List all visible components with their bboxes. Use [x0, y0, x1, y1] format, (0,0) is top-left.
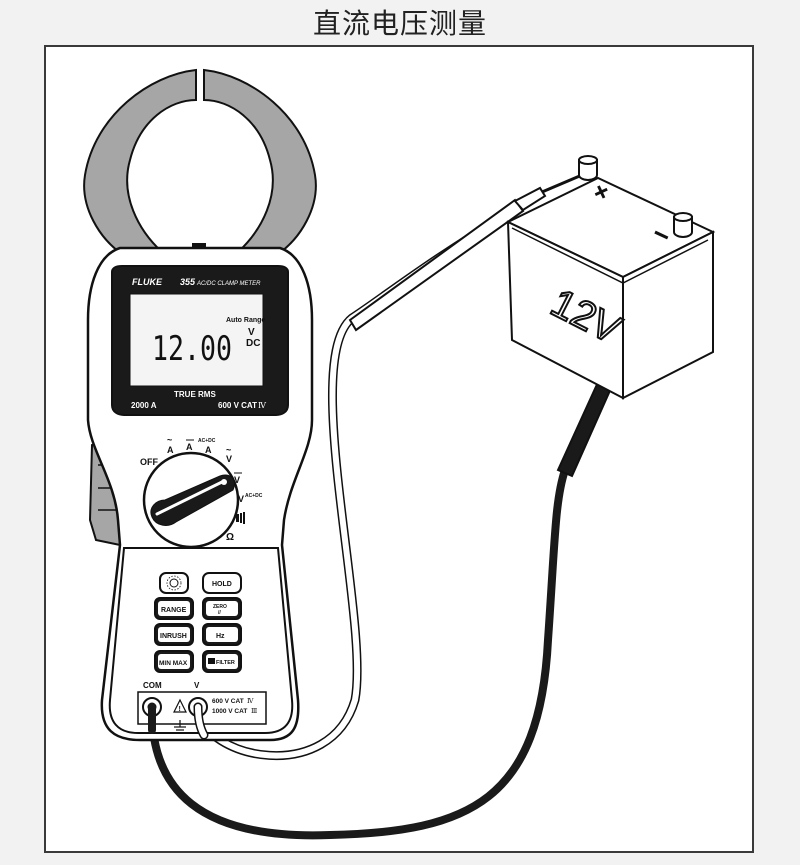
dial-acdc-v: V	[238, 494, 244, 504]
inrush-button[interactable]: INRUSH	[154, 623, 194, 646]
filter-icon	[208, 658, 215, 664]
svg-text:~: ~	[226, 445, 231, 455]
com-label: COM	[143, 681, 162, 690]
dial-ac-v: V	[226, 454, 232, 464]
model-subtitle: AC/DC CLAMP METER	[196, 281, 261, 287]
dial-acdc-a: A	[205, 445, 212, 455]
filter-label: FILTER	[216, 660, 235, 666]
black-test-lead	[147, 466, 569, 840]
lcd-unit: V	[248, 327, 255, 338]
hold-button[interactable]: HOLD	[202, 572, 242, 594]
lcd-mode: DC	[246, 338, 260, 349]
dial-dc-v: V	[234, 475, 240, 485]
zero-label: ZERO	[213, 604, 227, 610]
voltage-rating: 600 V CAT	[218, 401, 257, 410]
hz-button[interactable]: Hz	[202, 623, 242, 646]
dial-acdc-v-sup: AC+DC	[245, 493, 263, 499]
page-title: 直流电压测量	[312, 7, 487, 40]
left-jaw	[83, 68, 197, 260]
range-label: RANGE	[161, 607, 187, 614]
hz-label: Hz	[216, 633, 225, 640]
zero-button[interactable]: ZERO //	[202, 597, 242, 620]
dial-acdc-a-top: AC+DC	[198, 438, 216, 444]
buzzer-icon	[236, 512, 245, 524]
lcd-reading: 12.00	[152, 329, 232, 369]
right-jaw	[203, 68, 317, 260]
v-jack-label: V	[194, 681, 200, 690]
jack-rating-2-cat: Ⅲ	[251, 707, 257, 715]
lcd-screen	[129, 293, 264, 387]
warning-icon: !	[173, 698, 187, 713]
ground-icon	[174, 720, 186, 734]
minmax-button[interactable]: MIN MAX	[154, 650, 194, 673]
jack-rating-1: 600 V CAT	[212, 698, 244, 705]
battery: + − 12V	[505, 155, 716, 400]
hold-label: HOLD	[212, 581, 232, 588]
range-mode: Auto Range	[226, 317, 265, 324]
inrush-label: INRUSH	[160, 633, 187, 640]
range-button[interactable]: RANGE	[154, 597, 194, 620]
jack-rating-2: 1000 V CAT	[212, 708, 247, 715]
clamp-meter: FLUKE 355 AC/DC CLAMP METER Auto Range 1…	[83, 68, 317, 742]
model-number: 355	[180, 277, 196, 287]
dial-off: OFF	[140, 457, 158, 467]
backlight-button[interactable]	[159, 572, 189, 594]
cat-numeral: Ⅳ	[258, 401, 267, 410]
true-rms-label: TRUE RMS	[174, 390, 216, 399]
brand-logo: FLUKE	[132, 277, 163, 287]
clamp-rating: 2000 A	[131, 401, 157, 410]
svg-text:!: !	[179, 706, 181, 713]
dial-ohm: Ω	[226, 532, 234, 543]
jack-rating-1-cat: Ⅳ	[247, 697, 254, 705]
dial-dc-a: A	[186, 442, 193, 452]
red-probe	[348, 198, 525, 332]
filter-button[interactable]: FILTER	[202, 650, 242, 673]
dial-ac-a: A	[167, 445, 174, 455]
zero-symbol: //	[218, 610, 221, 616]
minmax-label: MIN MAX	[159, 660, 188, 667]
svg-text:~: ~	[167, 435, 172, 445]
